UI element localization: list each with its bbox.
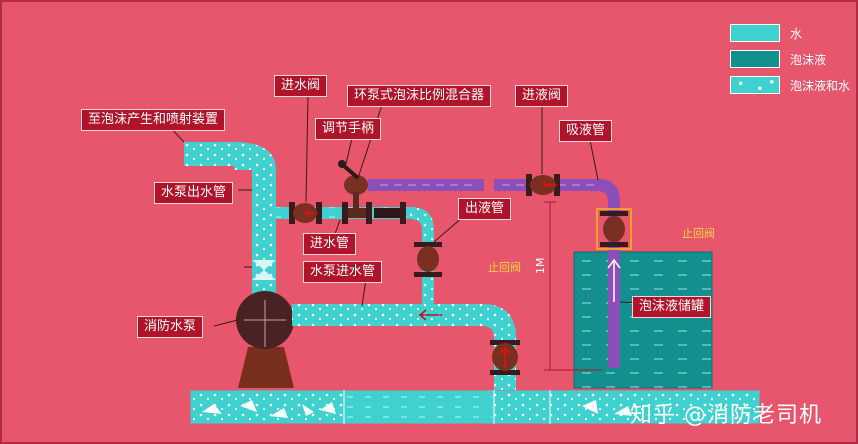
label-pump-inlet: 水泵进水管 [303,261,383,283]
legend-swatch-foam [730,50,780,68]
height-dimension [544,201,602,371]
legend-label-water: 水 [790,27,803,41]
outlet-check-valve [414,242,442,277]
label-inlet-valve: 进水阀 [274,75,328,97]
watermark: 知乎 @消防老司机 [630,403,822,428]
legend-label-mixed: 泡沫液和水 [790,79,851,93]
label-inlet-pipe: 进水管 [303,233,357,255]
foam-tank-body [573,251,713,389]
foot-check-valve [490,340,520,375]
pump-outlet-pipe [184,142,276,272]
legend-label-foam: 泡沫液 [790,53,827,67]
label-outlet-pipe: 出液管 [458,198,512,220]
pump-outlet-valve [252,260,276,280]
label-foam-device: 至泡沫产生和喷射装置 [81,109,226,131]
label-check-valve-outlet: 止回阀 [488,261,521,274]
label-check-valve-suction: 止回阀 [682,227,715,240]
legend-swatch-water [730,24,780,42]
inlet-flow-arrow [418,309,442,321]
label-foam-tank: 泡沫液储罐 [632,296,712,318]
liquid-inlet-valve [526,174,560,196]
leader-lines [161,94,643,327]
label-suction-pipe: 吸液管 [559,120,613,142]
label-proportioner: 环泵式泡沫比例混合器 [347,85,492,107]
suction-check-valve [596,208,632,250]
label-pump-outlet: 水泵出水管 [154,182,234,204]
proportioner-body [342,175,406,224]
pool-water-zone [347,392,492,422]
label-height-1m: 1M [534,257,547,275]
adjust-handle [338,160,360,180]
inlet-valve [289,202,322,224]
pump-base [238,347,294,388]
label-fire-pump: 消防水泵 [137,316,204,338]
suction-flow-arrow [607,258,621,302]
label-handle: 调节手柄 [315,118,382,140]
pool-foam-chunks [202,400,632,418]
legend-swatch-mixed [730,76,780,94]
label-liquid-inlet-valve: 进液阀 [515,85,569,107]
pump-inlet-pipe [292,304,516,390]
